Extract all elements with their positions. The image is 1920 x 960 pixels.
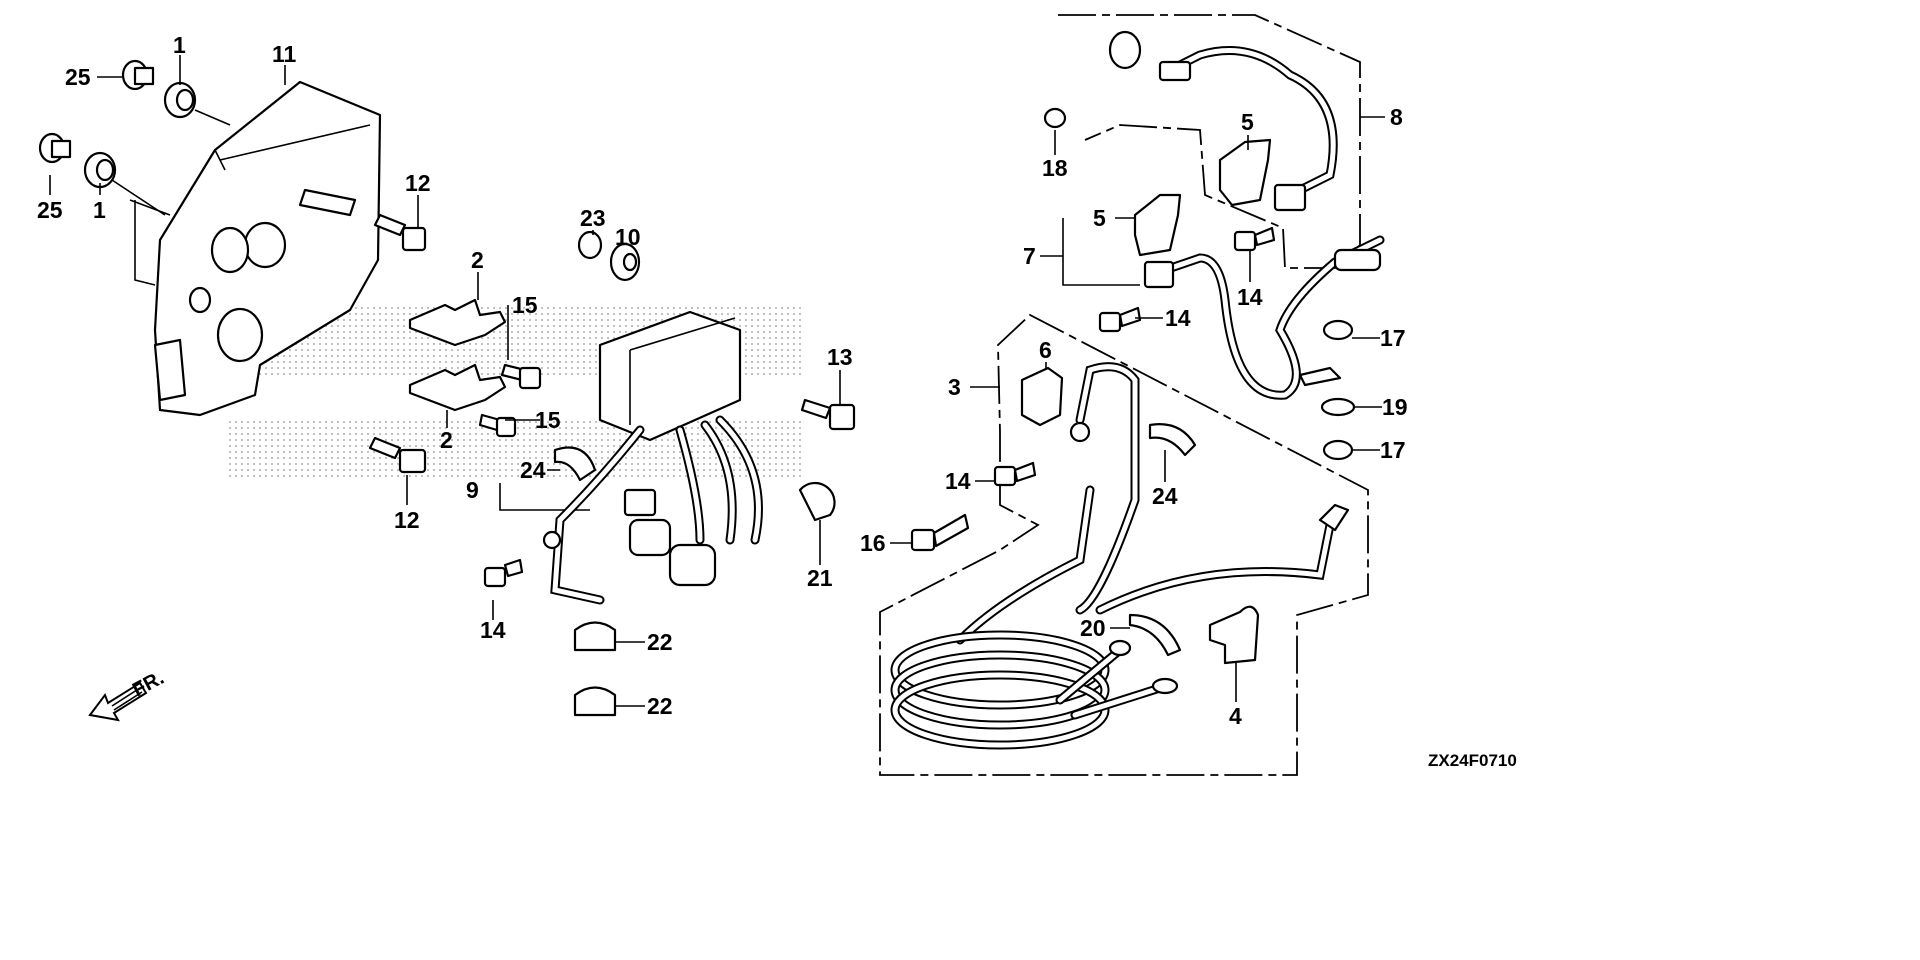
callout-24: 24 — [520, 457, 546, 483]
cable-parts-7-8 — [1043, 30, 1385, 461]
callout-12: 12 — [405, 170, 431, 196]
callout-2: 2 — [440, 427, 453, 453]
callout-1: 1 — [93, 197, 106, 223]
callout-22: 22 — [647, 629, 673, 655]
callout-18: 18 — [1042, 155, 1068, 181]
callout-2: 2 — [471, 247, 484, 273]
callout-16: 16 — [860, 530, 886, 556]
callout-14: 14 — [1165, 305, 1191, 331]
callout-9: 9 — [466, 477, 479, 503]
callout-5: 5 — [1093, 205, 1106, 231]
cable-part-3 — [890, 362, 1350, 750]
callout-1: 1 — [173, 32, 186, 58]
cover-part-11 — [153, 80, 382, 417]
callout-17: 17 — [1380, 437, 1406, 463]
diagram-code: ZX24F0710 — [1428, 751, 1517, 770]
callout-5: 5 — [1241, 109, 1254, 135]
callout-21: 21 — [807, 565, 833, 591]
bolt-parts — [368, 213, 1276, 588]
callout-14: 14 — [945, 468, 971, 494]
clip-parts-22 — [573, 621, 617, 717]
callout-6: 6 — [1039, 337, 1052, 363]
group-outlines — [129, 14, 1369, 776]
callout-25: 25 — [37, 197, 63, 223]
callout-14: 14 — [480, 617, 506, 643]
callout-24: 24 — [1152, 483, 1178, 509]
callout-25: 25 — [65, 64, 91, 90]
callout-22: 22 — [647, 693, 673, 719]
callout-11: 11 — [272, 41, 297, 67]
module-part-9 — [542, 230, 836, 605]
grommet-parts — [38, 59, 231, 216]
callout-7: 7 — [1023, 243, 1036, 269]
callout-17: 17 — [1380, 325, 1406, 351]
front-arrow-icon: FR. — [88, 667, 168, 722]
callout-3: 3 — [948, 374, 961, 400]
callout-12: 12 — [394, 507, 420, 533]
callout-10: 10 — [615, 224, 641, 250]
callout-13: 13 — [827, 344, 853, 370]
callout-19: 19 — [1382, 394, 1408, 420]
callout-14: 14 — [1237, 284, 1263, 310]
callout-labels: 25 1 11 25 1 12 2 15 2 15 12 23 10 13 24… — [37, 32, 1408, 729]
callout-20: 20 — [1080, 615, 1106, 641]
callout-15: 15 — [535, 407, 561, 433]
callout-15: 15 — [512, 292, 538, 318]
callout-23: 23 — [580, 205, 606, 231]
callout-4: 4 — [1229, 703, 1242, 729]
callout-8: 8 — [1390, 104, 1403, 130]
bracket-parts — [408, 298, 507, 412]
